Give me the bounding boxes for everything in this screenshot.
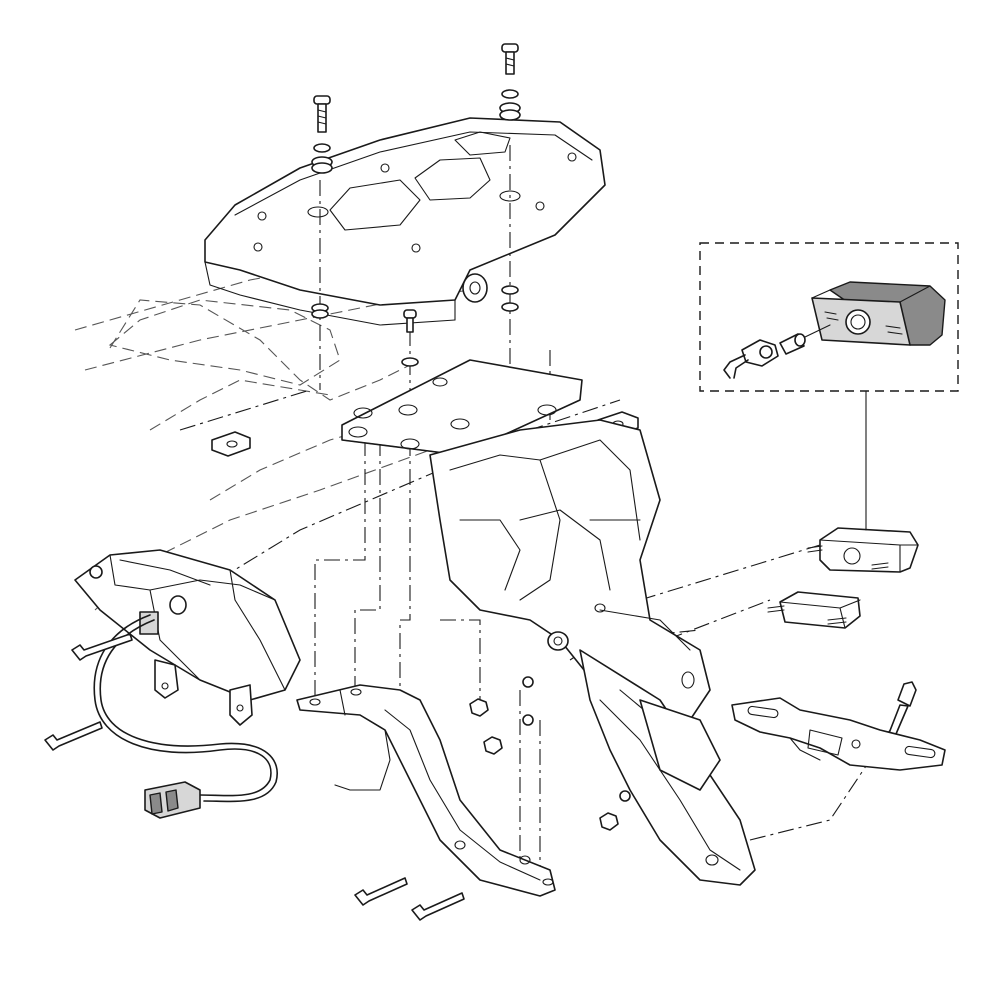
bulb <box>779 324 831 355</box>
rack-support-plate <box>108 299 341 386</box>
tail-light-unit <box>74 549 301 726</box>
bulb-socket <box>723 339 779 379</box>
number-plate-bracket-assembly <box>341 359 756 886</box>
flat-washer <box>522 676 631 802</box>
spacer-collar <box>311 285 519 367</box>
long-bolt <box>44 633 917 921</box>
mounting-clip-left <box>211 431 251 457</box>
lamp-lens-housing <box>811 281 946 346</box>
reflector <box>767 591 861 629</box>
hex-nut <box>469 698 619 831</box>
left-side-bracket <box>296 684 556 897</box>
rear-luggage-rack <box>204 117 606 326</box>
wiring-harness-connector <box>93 614 278 819</box>
rubber-grommet-right <box>499 89 521 121</box>
number-plate-lamp <box>807 527 919 573</box>
license-plate-bracket <box>731 697 946 771</box>
rack-mounting-screw-right <box>501 43 519 75</box>
lamp-detail-inset <box>699 242 959 531</box>
rubber-grommet <box>311 143 333 174</box>
rack-mounting-screw <box>313 95 331 133</box>
